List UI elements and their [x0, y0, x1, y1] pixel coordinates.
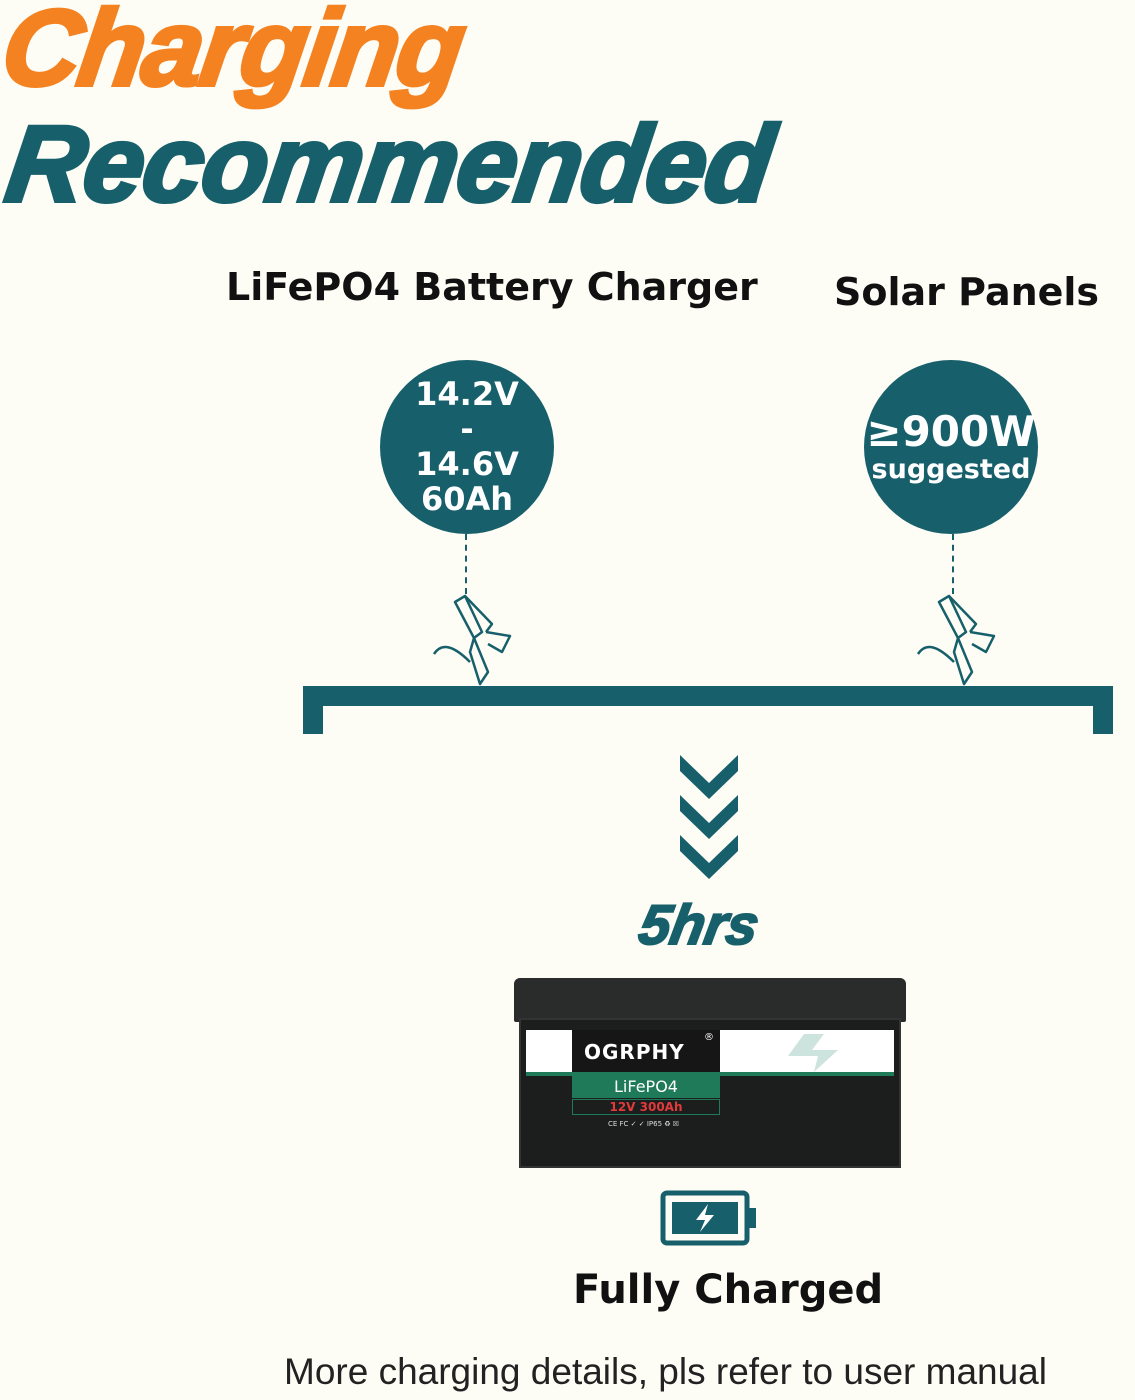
bolt-icon: [788, 1034, 838, 1072]
charger-spec-badge: 14.2V - 14.6V 60Ah: [380, 360, 554, 534]
footnote: More charging details, pls refer to user…: [284, 1351, 1047, 1392]
status-fully-charged: Fully Charged: [573, 1267, 884, 1313]
registered-mark: ®: [704, 1032, 714, 1043]
solar-label: Solar Panels: [834, 270, 1100, 314]
spec-suggested: suggested: [871, 454, 1031, 486]
clamp-icon: [432, 594, 512, 686]
battery-rating: 12V 300Ah: [572, 1099, 720, 1115]
charge-time: 5hrs: [634, 892, 765, 957]
battery-certifications: CE FC ✓ ✓ IP65 ♻ ☒: [608, 1120, 680, 1128]
title-charging: Charging: [0, 0, 473, 110]
charger-label: LiFePO4 Battery Charger: [226, 265, 758, 309]
spec-voltage-min: 14.2V: [415, 374, 519, 413]
title-recommended: Recommended: [0, 101, 782, 226]
bus-leg-right: [1093, 686, 1113, 734]
battery-full-icon: [660, 1190, 756, 1246]
connector-line: [952, 534, 954, 594]
battery-brand: OGRPHY: [584, 1040, 685, 1064]
bus-leg-left: [303, 686, 323, 734]
chevrons-down-icon: [680, 755, 738, 879]
solar-spec-badge: ≥900W suggested: [864, 360, 1038, 534]
spec-current: 60Ah: [420, 480, 514, 519]
connector-line: [465, 534, 467, 594]
spec-power: ≥900W: [866, 407, 1036, 457]
spec-dash: -: [460, 409, 474, 448]
connection-bus: [303, 686, 1113, 706]
battery-chemistry: LiFePO4: [572, 1076, 720, 1098]
spec-voltage-max: 14.6V: [415, 445, 519, 483]
battery-image: OGRPHY ® LiFePO4 12V 300Ah CE FC ✓ ✓ IP6…: [514, 978, 906, 1168]
clamp-icon: [916, 594, 996, 686]
